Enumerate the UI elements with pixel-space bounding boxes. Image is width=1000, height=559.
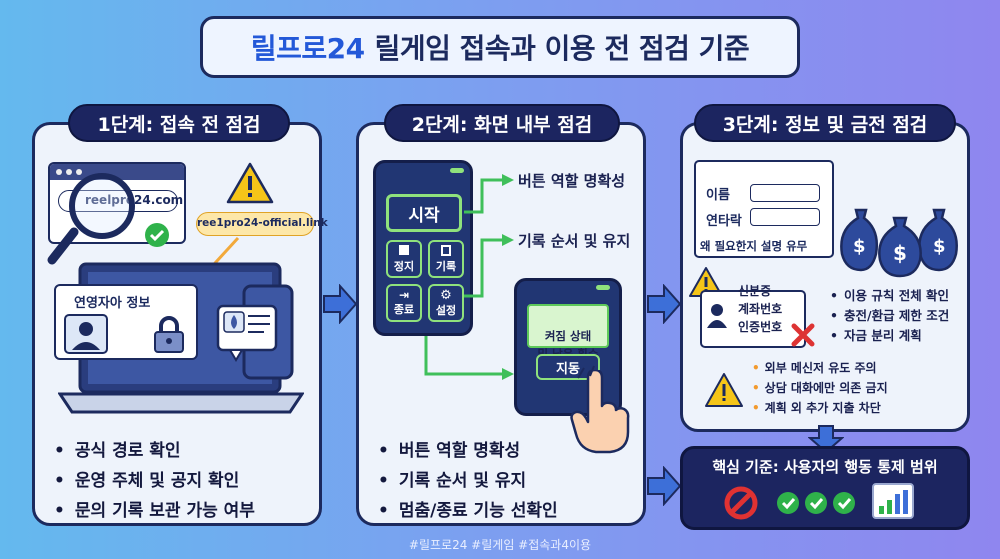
list-item: •외부 메신저 유도 주의: [752, 361, 877, 375]
stop-icon: [399, 244, 409, 255]
start-button-label: 시작: [408, 205, 440, 226]
list-item: •상담 대화에만 의존 금지: [752, 381, 888, 395]
svg-text:$: $: [893, 241, 907, 265]
user-icon-2: [707, 304, 727, 328]
settings-button[interactable]: ⚙ 설정: [428, 284, 464, 322]
magnifier-icon: [47, 173, 135, 265]
settings-label: 설정: [435, 303, 457, 317]
start-button[interactable]: 시작: [386, 194, 462, 232]
record-label: 기록: [435, 259, 457, 273]
step1-pill: 1단계: 접속 전 점검: [68, 104, 290, 142]
record-button[interactable]: 기록: [428, 240, 464, 278]
fake-link-pill: ree1pro24-official.link: [196, 212, 328, 236]
auto-button-label: 지동: [556, 361, 580, 377]
list-item: 공식 경로 확인: [54, 436, 255, 466]
prohibited-icon: [724, 486, 758, 520]
arrow-right-icon-3: [647, 466, 682, 506]
warn-bullets: •외부 메신저 유도 주의 •상담 대화에만 의존 금지 •계획 외 추가 지출…: [752, 358, 888, 418]
url-suffix: .com: [150, 193, 184, 207]
cross-icon: [791, 323, 815, 347]
exit-label: 종료: [393, 303, 415, 316]
hashtags: #릴프로24 #릴게임 #접속과4이용: [408, 538, 592, 552]
exit-icon: ⇥: [398, 288, 410, 302]
gear-icon: ⚙: [440, 287, 452, 303]
phone2-speaker: [596, 285, 610, 290]
record-icon: [441, 244, 451, 256]
form-name-label: 이름: [706, 188, 730, 203]
stop-label: 정지: [393, 259, 415, 273]
url-bar: reelpro24.com: [58, 190, 183, 212]
form-contact-input: [750, 208, 820, 226]
id-item-1: 계좌번호: [738, 302, 783, 316]
arrow-down-icon: [808, 425, 844, 454]
warning-icon-3: [705, 373, 743, 407]
stop-button[interactable]: 정지: [386, 240, 422, 278]
callout-record-order: 기록 순서 및 유지: [518, 232, 631, 250]
fake-link-text: ree1pro24-official.link: [197, 217, 328, 229]
warning-icon: [226, 162, 274, 204]
auto-button[interactable]: 지동: [536, 354, 600, 380]
step2-bullets: 버튼 역할 명확성 기록 순서 및 유지 멈춤/종료 기능 선확인: [378, 436, 558, 526]
arrow-right-icon: [323, 284, 358, 324]
form-name-input: [750, 184, 820, 202]
bar-chart-icon: [872, 483, 914, 519]
step2-pill: 2단계: 화면 내부 점검: [384, 104, 620, 142]
step3-pill: 3단계: 정보 및 금전 점검: [694, 104, 956, 142]
profile-card-label: 연영자아 정보: [74, 296, 151, 311]
pointing-hand-icon: [570, 370, 630, 454]
callout-button-role: 버튼 역할 명확성: [518, 172, 626, 190]
title-brand: 릴프로24: [250, 32, 365, 65]
title-text: 릴게임 접속과 이용 전 점검 기준: [374, 32, 750, 65]
svg-text:$: $: [853, 236, 866, 257]
tap-lines: [577, 365, 595, 379]
list-item: •계획 외 추가 지출 차단: [752, 401, 881, 415]
id-item-0: 신분증: [738, 284, 772, 298]
arrow-right-icon-2: [647, 284, 682, 324]
phone-icon: [216, 284, 294, 380]
profile-card: 연영자아 정보: [54, 284, 198, 360]
money-bullets: •이용 규칙 전체 확인 •충전/환급 제한 조건 •자금 분리 계획: [830, 286, 949, 346]
id-item-2: 인증번호: [738, 320, 783, 334]
money-bags-icon: $ $ $: [840, 208, 958, 278]
list-item: •이용 규칙 전체 확인: [830, 288, 950, 303]
list-item: 운영 주체 및 공지 확인: [54, 466, 255, 496]
list-item: 멈춤/종료 기능 선확인: [378, 496, 558, 526]
svg-text:$: $: [933, 236, 946, 257]
exit-button[interactable]: ⇥ 종료: [386, 284, 422, 322]
check-icons: [777, 492, 855, 514]
list-item: 버튼 역할 명확성: [378, 436, 558, 466]
id-items: 신분증 계좌번호 인증번호: [738, 282, 782, 336]
core-criteria-box: [680, 446, 970, 530]
list-item: •자금 분리 계획: [830, 328, 922, 343]
user-icon: [64, 314, 108, 354]
core-criteria-label: 핵심 기준: 사용자의 행동 통제 범위: [712, 458, 938, 476]
connector-lines: [424, 174, 514, 380]
check-icon: [145, 223, 169, 247]
lock-icon: [154, 316, 184, 353]
form-reason-label: 왜 필요한지 설명 유무: [700, 239, 808, 253]
id-card: [700, 290, 806, 348]
list-item: 기록 순서 및 유지: [378, 466, 558, 496]
form-contact-label: 연타락: [706, 214, 742, 229]
phone-speaker: [450, 168, 464, 173]
list-item: 문의 기록 보관 가능 여부: [54, 496, 255, 526]
page-title: 릴프로24 릴게임 접속과 이용 전 점검 기준: [200, 16, 800, 78]
list-item: •충전/환급 제한 조건: [830, 308, 950, 323]
step1-bullets: 공식 경로 확인 운영 주체 및 공지 확인 문의 기록 보관 가능 여부: [54, 436, 255, 526]
status-display: 켜짐 상태 및 남은 횟수: [527, 304, 609, 361]
